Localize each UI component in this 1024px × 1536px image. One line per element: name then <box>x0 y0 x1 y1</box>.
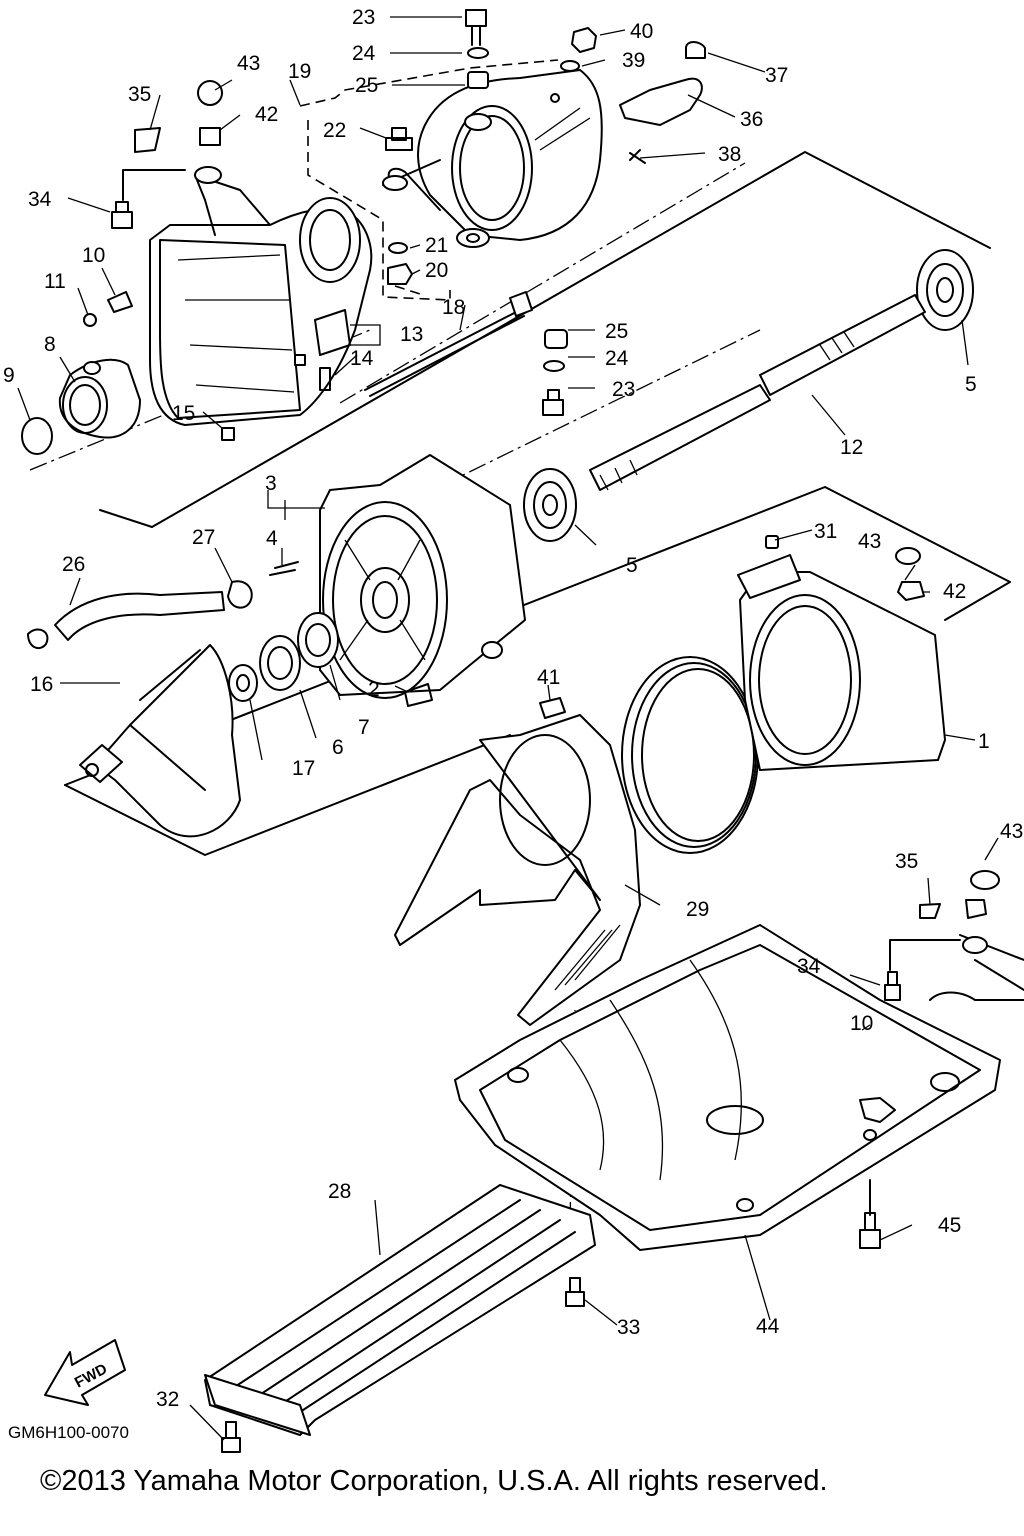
part-label: 27 <box>192 526 215 549</box>
part-label: 26 <box>62 553 85 576</box>
part-label: 37 <box>765 64 788 87</box>
part-label: 2 <box>368 678 380 701</box>
part-label: 20 <box>425 259 448 282</box>
part-label: 16 <box>30 673 53 696</box>
part-label: 1 <box>978 730 990 753</box>
part-label: 28 <box>328 1180 351 1203</box>
diagram-code: GM6H100-0070 <box>8 1423 129 1442</box>
leader-lines <box>17 16 999 1441</box>
part-label: 42 <box>255 103 278 126</box>
part-label: 45 <box>938 1214 961 1237</box>
part-label: 34 <box>28 188 52 211</box>
nozzle-assembly <box>21 9 706 455</box>
intake-housing <box>621 535 946 854</box>
part-label: 21 <box>425 234 448 257</box>
part-label: 22 <box>323 119 346 142</box>
bracket-assembly <box>394 697 641 1026</box>
part-label: 36 <box>740 108 763 131</box>
part-label: 23 <box>612 378 635 401</box>
part-label: 10 <box>82 244 105 267</box>
part-label: 4 <box>266 527 278 550</box>
part-label: 41 <box>537 666 560 689</box>
part-label: 12 <box>840 436 863 459</box>
part-label: 43 <box>237 52 260 75</box>
part-label: 39 <box>622 49 645 72</box>
part-label: 24 <box>352 42 376 65</box>
part-label: 11 <box>44 270 66 293</box>
part-label: 42 <box>943 580 966 603</box>
part-label: 19 <box>288 60 311 83</box>
part-label: 17 <box>292 757 315 780</box>
part-label: 35 <box>128 83 151 106</box>
part-label: 7 <box>358 716 370 739</box>
part-label: 5 <box>965 373 977 396</box>
part-label: 31 <box>814 520 837 543</box>
part-label: 6 <box>332 736 344 759</box>
part-label: 9 <box>3 364 15 387</box>
part-label: 13 <box>400 323 423 346</box>
part-label: 23 <box>352 6 375 29</box>
part-label: 25 <box>605 320 628 343</box>
part-label: 43 <box>1000 820 1023 843</box>
part-label: 8 <box>44 333 56 356</box>
part-labels: 23 24 25 40 39 37 36 38 43 19 35 42 22 3… <box>3 6 1023 1411</box>
part-label: 44 <box>756 1315 780 1338</box>
part-label: 29 <box>686 898 709 921</box>
part-label: 43 <box>858 530 881 553</box>
part-label: 18 <box>442 296 465 319</box>
part-label: 25 <box>355 74 378 97</box>
part-label: 33 <box>617 1316 640 1339</box>
impeller-assembly <box>27 454 526 838</box>
copyright-text: ©2013 Yamaha Motor Corporation, U.S.A. A… <box>40 1465 828 1497</box>
part-label: 5 <box>626 554 638 577</box>
part-label: 24 <box>605 347 629 370</box>
part-label: 14 <box>350 347 374 370</box>
part-label: 32 <box>156 1388 179 1411</box>
part-label: 40 <box>630 20 653 43</box>
hull-plate-assembly <box>204 924 1001 1453</box>
part-label: 35 <box>895 850 918 873</box>
part-label: 10 <box>850 1012 873 1035</box>
cropped-housing-repeat <box>889 870 1024 1001</box>
fwd-arrow: FWD <box>44 1339 126 1406</box>
drive-shaft-assembly <box>523 249 974 542</box>
part-label: 3 <box>265 472 277 495</box>
part-label: 34 <box>797 955 821 978</box>
part-label: 38 <box>718 143 741 166</box>
part-label: 15 <box>172 402 195 425</box>
